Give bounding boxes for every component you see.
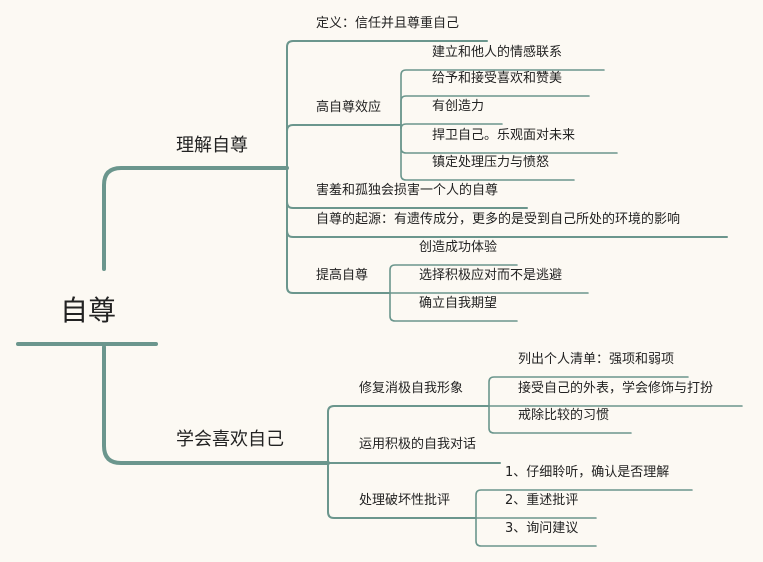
topic-shyness-loneliness: 害羞和孤独会损害一个人的自尊 (316, 183, 499, 198)
topic-handle-criticism: 处理破坏性批评 (359, 493, 451, 508)
topic-positive-self-talk: 运用积极的自我对话 (359, 437, 477, 452)
subtopic-defend-self: 捍卫自己。乐观面对未来 (432, 128, 576, 143)
line-rp-3 (488, 405, 632, 434)
branch-understanding-self-esteem: 理解自尊 (176, 135, 248, 156)
subtopic-quit-comparison: 戒除比较的习惯 (518, 408, 610, 423)
line-definition (286, 40, 488, 169)
topic-origin-of-self-esteem: 自尊的起源：有遗传成分，更多的是受到自己所处的环境的影响 (316, 212, 681, 227)
branch-learn-to-like-self: 学会喜欢自己 (176, 429, 284, 450)
line-he-2 (400, 95, 590, 126)
line-raise (286, 167, 391, 294)
subtopic-restate-criticism: 2、重述批评 (505, 493, 579, 508)
subtopic-ask-advice: 3、询问建议 (505, 521, 579, 536)
subtopic-self-expectation: 确立自我期望 (419, 296, 498, 311)
subtopic-emotional-connection: 建立和他人的情感联系 (432, 45, 563, 60)
topic-repair-negative-image: 修复消极自我形象 (359, 381, 464, 396)
line-criticism (327, 462, 477, 519)
topic-high-self-esteem-effects: 高自尊效应 (316, 100, 382, 115)
subtopic-accept-appearance: 接受自己的外表，学会修饰与打扮 (518, 381, 714, 396)
topic-definition: 定义：信任并且尊重自己 (316, 16, 460, 31)
line-he-5 (400, 124, 575, 181)
subtopic-personal-list: 列出个人清单：强项和弱项 (518, 352, 675, 367)
subtopic-create-success: 创造成功体验 (419, 240, 498, 255)
line-high-effects (286, 124, 402, 169)
line-cr-1 (475, 489, 693, 519)
connector-lines (16, 40, 743, 547)
line-cr-3 (475, 517, 597, 547)
subtopic-listen-carefully: 1、仔细聆听，确认是否理解 (505, 465, 670, 480)
topic-raise-self-esteem: 提高自尊 (316, 268, 369, 283)
subtopic-active-coping: 选择积极应对而不是逃避 (419, 268, 563, 283)
line-rp-1 (488, 376, 689, 407)
trunk-understanding (102, 166, 289, 271)
line-rs-3 (389, 292, 518, 322)
trunk-learn-like-self (102, 345, 330, 465)
subtopic-give-receive-praise: 给予和接受喜欢和赞美 (432, 71, 563, 86)
line-repair (327, 405, 490, 464)
line-he-1 (400, 69, 605, 126)
subtopic-creativity: 有创造力 (432, 99, 485, 114)
root-topic: 自尊 (60, 294, 117, 327)
line-rs-1 (389, 264, 518, 294)
subtopic-handle-stress: 镇定处理压力与愤怒 (432, 155, 550, 170)
